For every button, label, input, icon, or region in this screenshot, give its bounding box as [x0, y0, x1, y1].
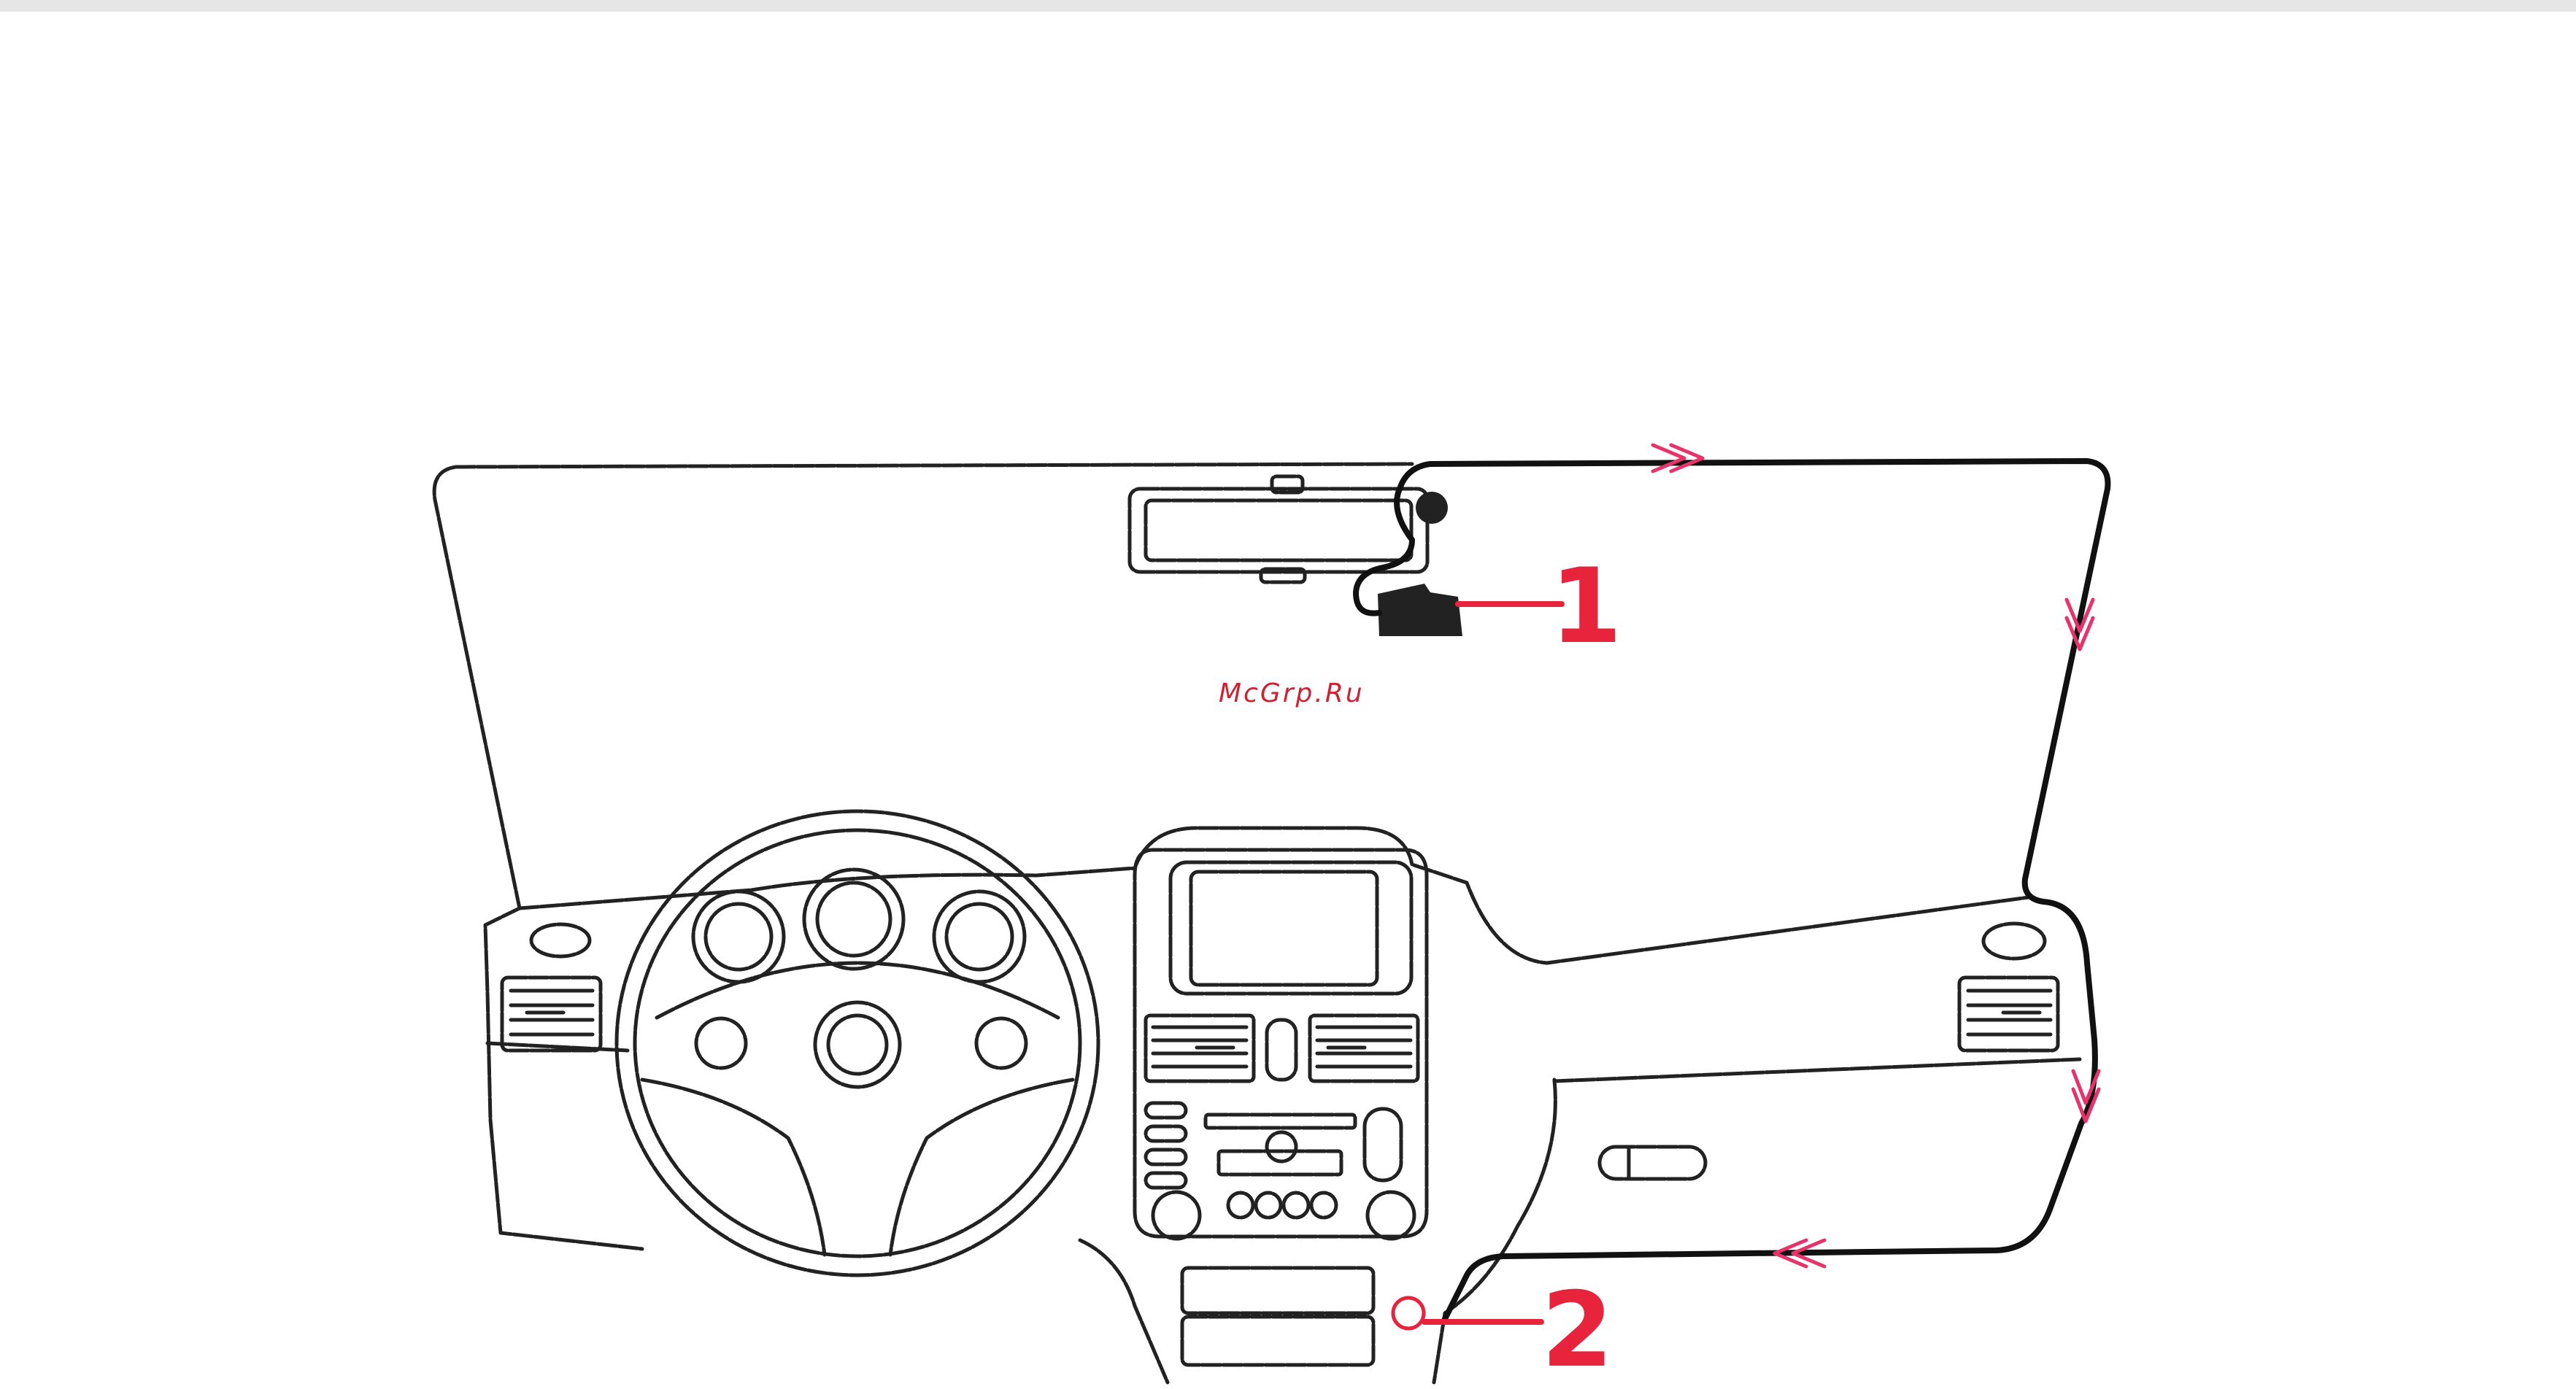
- console-screen: [1191, 872, 1377, 985]
- console-button: [1146, 1150, 1186, 1164]
- console-button: [1146, 1173, 1186, 1188]
- console-button: [1146, 1103, 1186, 1118]
- dashboard-right-body: [1445, 1059, 2080, 1313]
- console-side-buttons: [1146, 1103, 1186, 1188]
- climate-buttons: [1228, 1193, 1336, 1218]
- lower-console-compartment: [1182, 1317, 1373, 1365]
- left-vent-slats: [511, 991, 593, 1034]
- radio-knob: [1267, 1132, 1296, 1161]
- gauge-left-inner: [706, 904, 771, 970]
- steering-wheel-spokes: [642, 963, 1073, 1255]
- right-vent-slats: [1968, 991, 2051, 1034]
- rearview-mirror-glass: [1146, 500, 1411, 560]
- radio-slot: [1206, 1115, 1355, 1128]
- watermark: McGrp.Ru: [1219, 678, 1365, 708]
- climate-button: [1256, 1193, 1281, 1218]
- climate-button: [1284, 1193, 1308, 1218]
- right-vent-outlet: [1983, 924, 2045, 959]
- cable-arrow-right: [1653, 445, 1702, 471]
- left-vent-outlet: [531, 924, 590, 956]
- console-button: [1146, 1126, 1186, 1141]
- lower-console-tray: [1182, 1268, 1373, 1313]
- gauge-center-inner: [817, 883, 890, 956]
- center-vent-left-slats: [1153, 1027, 1246, 1067]
- climate-button: [1311, 1193, 1336, 1218]
- climate-button: [1228, 1193, 1253, 1218]
- steering-wheel-hub-inner: [828, 1015, 887, 1074]
- climate-knob-left: [1153, 1192, 1200, 1239]
- callout-2-label: 2: [1541, 1270, 1613, 1389]
- hazard-switch: [1267, 1020, 1296, 1080]
- climate-knob-right: [1368, 1192, 1414, 1239]
- steering-right-button: [976, 1018, 1026, 1068]
- dashcam-mount-knob: [1416, 492, 1448, 524]
- glovebox-handle: [1600, 1147, 1705, 1179]
- gear-selector: [1365, 1109, 1401, 1180]
- dash-camera: [1378, 584, 1462, 636]
- power-socket: [1393, 1298, 1424, 1328]
- callout-1-label: 1: [1550, 546, 1622, 667]
- steering-left-button: [696, 1018, 746, 1068]
- center-vent-right-slats: [1317, 1027, 1411, 1067]
- gauge-right-inner: [946, 904, 1012, 970]
